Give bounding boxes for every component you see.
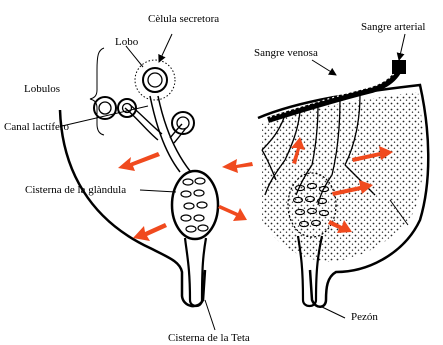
label-teat-cistern: Cisterna de la Teta (168, 332, 250, 344)
lobules-bracket (90, 48, 104, 135)
label-gland-cistern: Cisterna de la glàndula (25, 184, 126, 196)
label-teat: Pezón (351, 311, 378, 323)
teat-cistern (185, 238, 206, 306)
arrow-upleft (118, 152, 160, 171)
label-lobules: Lobulos (24, 83, 60, 95)
label-lobe: Lobo (115, 36, 139, 48)
right-gland (258, 60, 428, 307)
label-lactiferous-duct: Canal lactífero (4, 121, 70, 133)
lobule-right (172, 112, 194, 134)
label-secretory-cell: Cèlula secretora (148, 13, 219, 25)
gland-cistern-cells (181, 178, 208, 232)
label-venous-blood: Sangre venosa (254, 47, 318, 59)
capillary-region (262, 92, 424, 262)
left-outline (60, 110, 205, 306)
arrow-down-right (218, 205, 247, 221)
label-arterial-blood: Sangre arterial (361, 21, 425, 33)
left-gland (60, 48, 218, 306)
arrow-mid-left (222, 159, 253, 173)
lobule-top (135, 60, 175, 100)
arrow-downleft (133, 223, 167, 241)
